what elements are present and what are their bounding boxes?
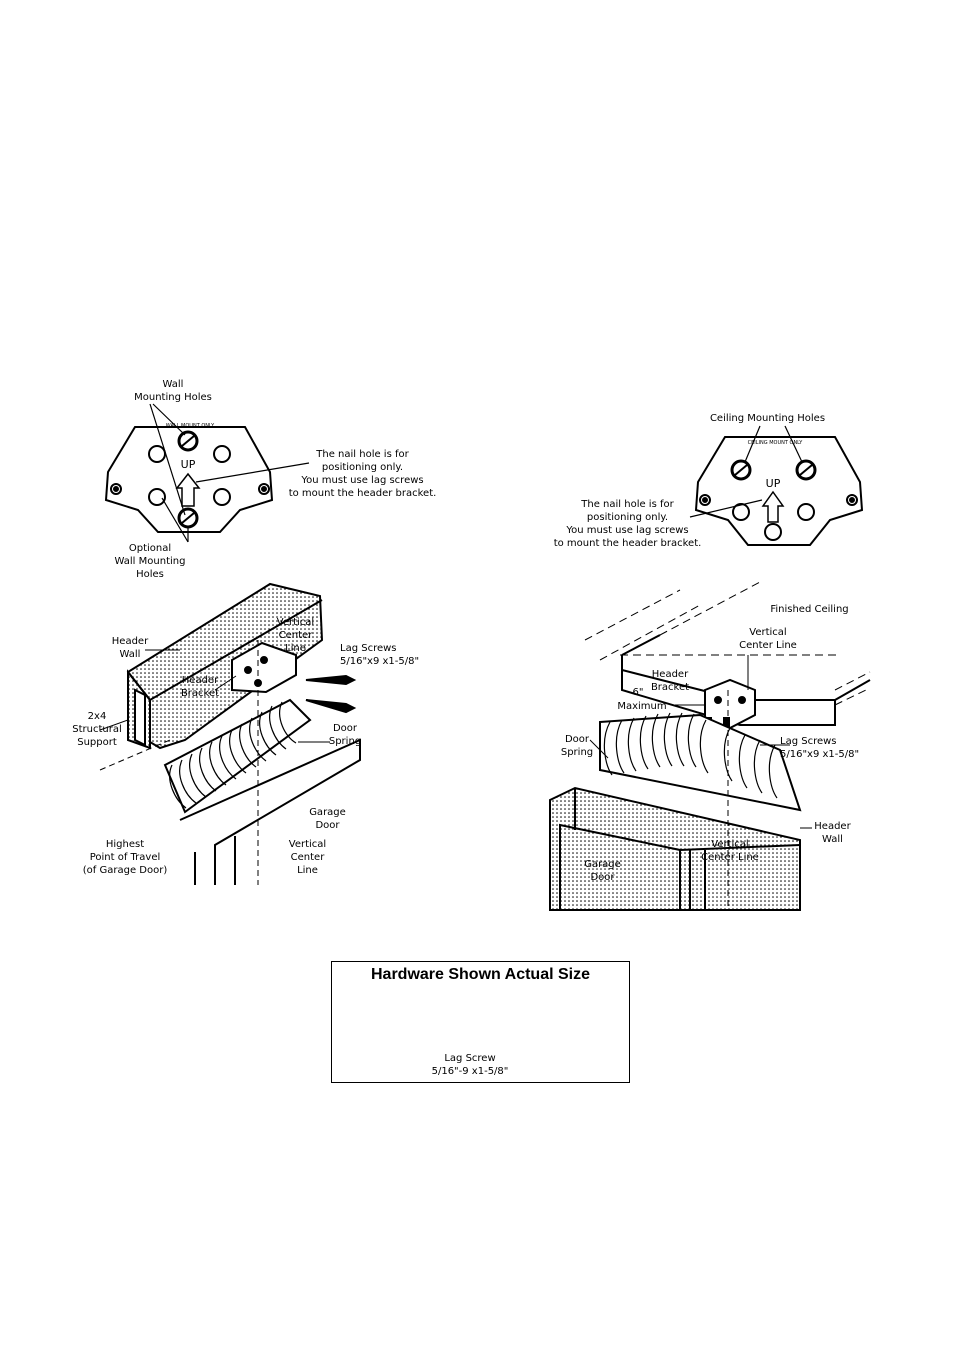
left-door-spring-label: Door Spring xyxy=(328,723,362,747)
maximum-label: Maximum xyxy=(617,701,667,712)
highest-point-of-travel-label: Highest Point of Travel (of Garage Door) xyxy=(82,839,168,876)
hardware-title: Hardware Shown Actual Size xyxy=(370,966,590,983)
left-install-drawing xyxy=(99,582,361,885)
left-header-bracket xyxy=(104,403,310,543)
right-door-spring-label: Door Spring xyxy=(560,734,594,758)
left-up-label: UP xyxy=(180,458,196,471)
left-vertical-center-line-top-label: Vertical Center Line xyxy=(276,617,315,654)
wall-mount-only-stamp: WALL MOUNT ONLY xyxy=(165,423,215,429)
right-up-label: UP xyxy=(765,477,781,490)
right-vertical-center-line-top-label: Vertical Center Line xyxy=(739,627,797,651)
right-nail-hole-note: The nail hole is for positioning only. Y… xyxy=(553,499,702,549)
right-header-bracket-label: Header Bracket xyxy=(650,669,690,693)
finished-ceiling-label: Finished Ceiling xyxy=(770,604,849,615)
right-header-bracket xyxy=(689,425,864,546)
right-header-wall-label: Header Wall xyxy=(814,821,851,845)
left-header-bracket-label: Header Bracket xyxy=(180,675,220,699)
ceiling-mount-only-stamp: CEILING MOUNT ONLY xyxy=(747,440,803,446)
maximum-dimension-label: 6" xyxy=(632,687,644,698)
left-garage-door-label: Garage Door xyxy=(309,807,346,831)
hardware-actual-size-box: Hardware Shown Actual Size xyxy=(331,961,630,1083)
wall-mounting-holes-label: Wall Mounting Holes xyxy=(134,379,212,403)
right-vertical-center-line-bottom-label: Vertical Center Line xyxy=(701,839,759,863)
left-lag-screws-label: Lag Screws 5/16"x9 x1-5/8" xyxy=(340,643,420,667)
ceiling-mounting-holes-label: Ceiling Mounting Holes xyxy=(709,413,826,424)
left-vertical-center-line-bottom-label: Vertical Center Line xyxy=(288,839,327,876)
right-lag-screws-label: Lag Screws 5/16"x9 x1-5/8" xyxy=(780,736,860,760)
lag-screw-caption: Lag Screw 5/16"-9 x1-5/8" xyxy=(431,1053,509,1077)
structural-support-label: 2x4 Structural Support xyxy=(72,711,122,748)
left-header-wall-label: Header Wall xyxy=(111,636,149,660)
right-install-drawing xyxy=(549,581,871,911)
left-nail-hole-note: The nail hole is for positioning only. Y… xyxy=(288,449,437,499)
optional-wall-mounting-holes-label: Optional Wall Mounting Holes xyxy=(114,543,186,580)
right-garage-door-label: Garage Door xyxy=(584,859,621,883)
